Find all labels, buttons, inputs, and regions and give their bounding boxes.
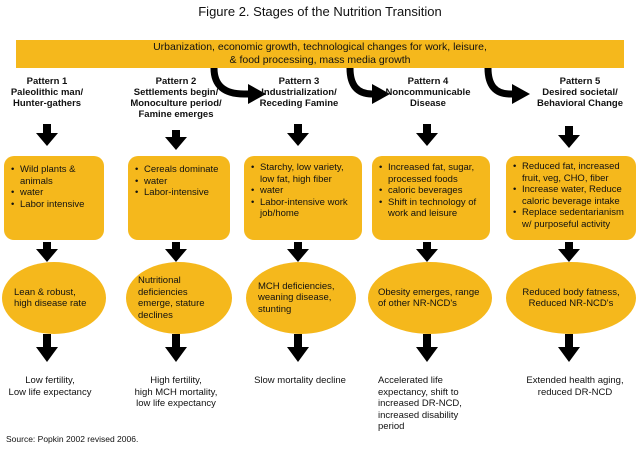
pattern-4-health-oval: Obesity emerges, range of other NR-NCD's: [368, 262, 492, 334]
figure-title: Figure 2. Stages of the Nutrition Transi…: [198, 4, 442, 19]
curved-arrow-pattern-3: [210, 67, 250, 98]
pattern-1-outcome: Low fertility, Low life expectancy: [8, 375, 92, 398]
source-citation: Source: Popkin 2002 revised 2006.: [6, 434, 139, 444]
diet-item: Increase water, Reduce caloric beverage …: [513, 184, 632, 207]
diet-item: Labor-intensive work job/home: [251, 197, 358, 220]
pattern-2-outcome: High fertility, high MCH mortality, low …: [134, 375, 218, 409]
diet-item: water: [135, 176, 226, 188]
diet-item: water: [251, 185, 358, 197]
pattern-5-header: Pattern 5 Desired societal/ Behavioral C…: [536, 76, 624, 109]
curved-arrow-pattern-4-head: [372, 84, 390, 104]
pattern-3-diet-box: Starchy, low variety, low fat, high fibe…: [244, 156, 362, 240]
curved-arrow-pattern-3-head: [248, 84, 266, 104]
health-outcome-text: Nutritional deficiencies emerge, stature…: [138, 275, 205, 321]
diet-item: Cereals dominate: [135, 164, 226, 176]
pattern-2-header: Pattern 2 Settlements begin/ Monoculture…: [130, 76, 222, 120]
diet-item: Replace sedentarianism w/ purposeful act…: [513, 207, 632, 230]
diet-item: Labor-intensive: [135, 187, 226, 199]
pattern-5-health-oval: Reduced body fatness, Reduced NR-NCD's: [506, 262, 636, 334]
health-outcome-text: MCH deficiencies, weaning disease, stunt…: [258, 280, 335, 315]
banner-line-1: Urbanization, economic growth, technolog…: [153, 41, 487, 53]
pattern-4-outcome: Accelerated life expectancy, shift to in…: [378, 375, 462, 432]
diet-item: Wild plants & animals: [11, 164, 100, 187]
pattern-4-diet-box: Increased fat, sugar, processed foods ca…: [372, 156, 490, 240]
pattern-1-health-oval: Lean & robust, high disease rate: [2, 262, 106, 334]
diet-item: water: [11, 187, 100, 199]
diet-item: Reduced fat, increased fruit, veg, CHO, …: [513, 161, 632, 184]
diet-item: Labor intensive: [11, 199, 100, 211]
health-outcome-text: Lean & robust, high disease rate: [14, 286, 87, 310]
pattern-5-diet-box: Reduced fat, increased fruit, veg, CHO, …: [506, 156, 636, 240]
down-arrows-row-2: [36, 242, 580, 262]
pattern-2-health-oval: Nutritional deficiencies emerge, stature…: [126, 262, 232, 334]
diet-item: Shift in technology of work and leisure: [379, 197, 486, 220]
drivers-banner: Urbanization, economic growth, technolog…: [16, 40, 624, 68]
curved-arrow-pattern-4: [346, 67, 374, 98]
pattern-1-diet-box: Wild plants & animals water Labor intens…: [4, 156, 104, 240]
pattern-3-header: Pattern 3 Industrialization/ Receding Fa…: [259, 76, 339, 109]
health-outcome-text: Reduced body fatness, Reduced NR-NCD's: [522, 286, 620, 310]
pattern-3-health-oval: MCH deficiencies, weaning disease, stunt…: [246, 262, 356, 334]
diet-item: caloric beverages: [379, 185, 486, 197]
curved-arrow-pattern-5-head: [512, 84, 530, 104]
pattern-2-diet-box: Cereals dominate water Labor-intensive: [128, 156, 230, 240]
pattern-5-outcome: Extended health aging, reduced DR-NCD: [526, 375, 624, 398]
curved-arrow-pattern-5: [484, 67, 514, 98]
diet-item: Starchy, low variety, low fat, high fibe…: [251, 162, 358, 185]
health-outcome-text: Obesity emerges, range of other NR-NCD's: [378, 286, 480, 310]
banner-line-2: & food processing, mass media growth: [229, 54, 411, 66]
diet-item: Increased fat, sugar, processed foods: [379, 162, 486, 185]
pattern-3-outcome: Slow mortality decline: [254, 375, 346, 386]
down-arrows-row-3: [36, 334, 580, 362]
down-arrows-row-1: [36, 124, 580, 150]
pattern-4-header: Pattern 4 Noncommunicable Disease: [385, 76, 471, 109]
pattern-1-header: Pattern 1 Paleolithic man/ Hunter-gather…: [10, 76, 84, 109]
